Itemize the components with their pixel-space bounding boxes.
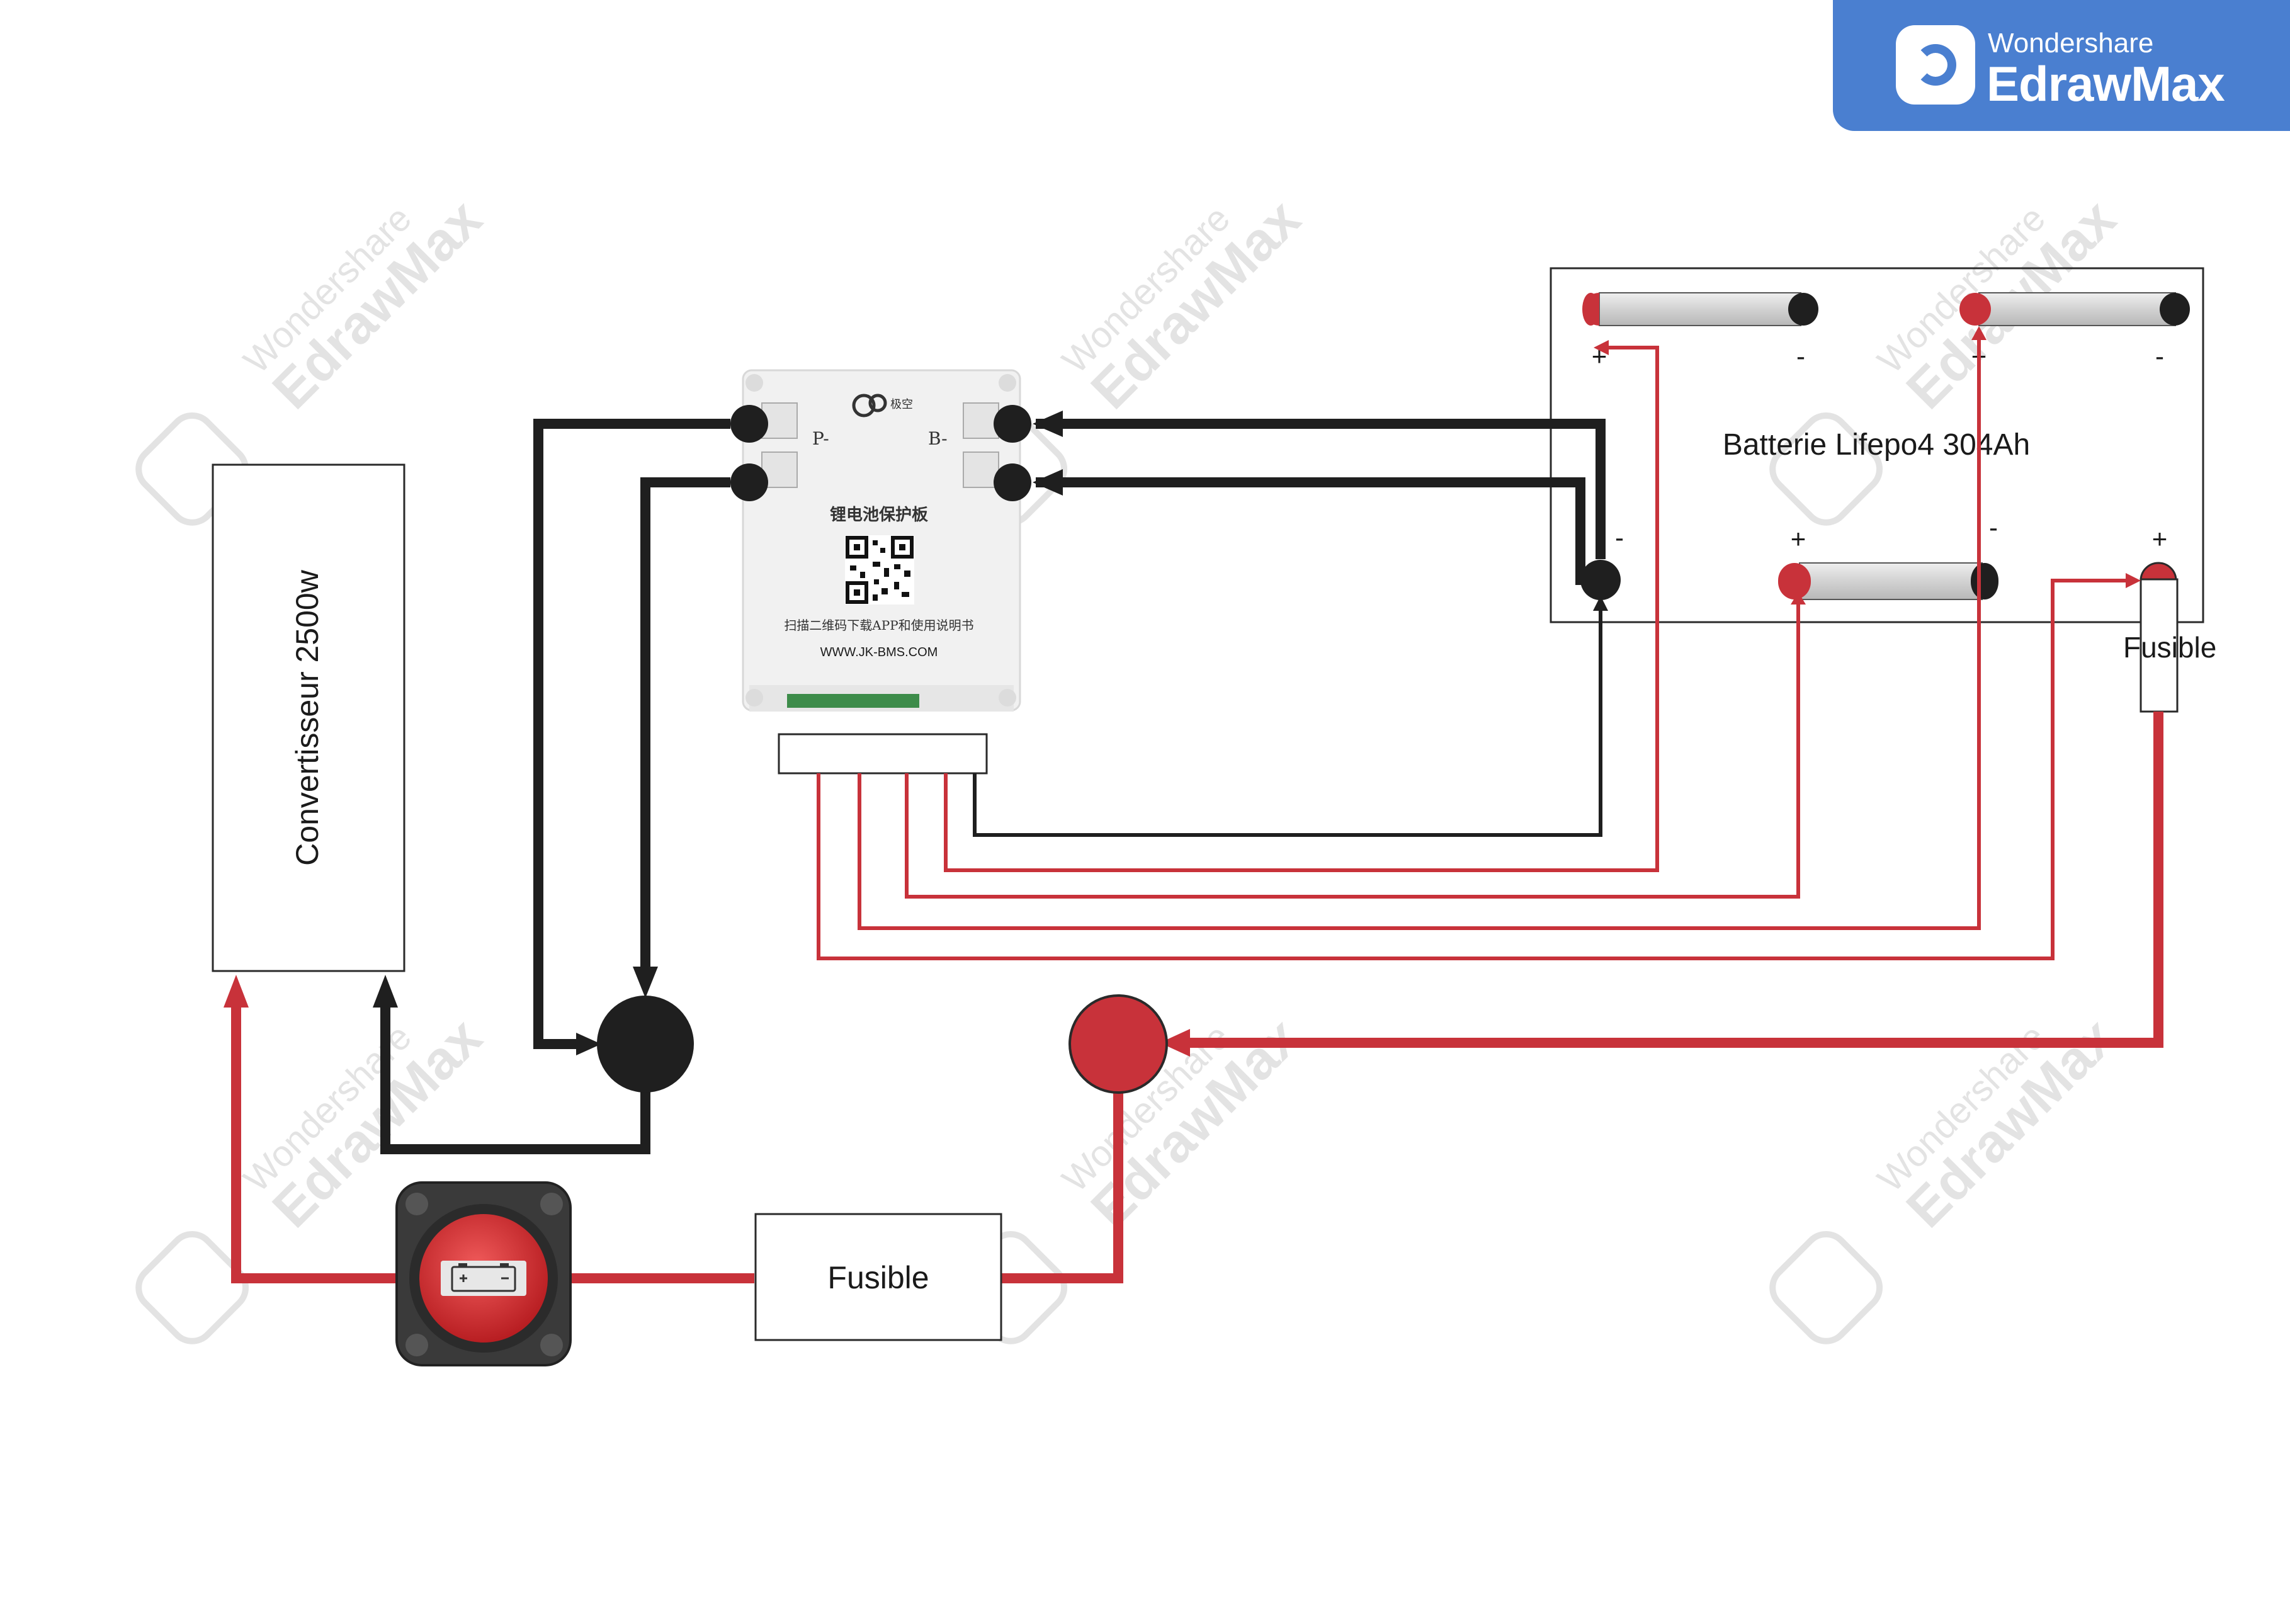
arrow-icon — [1971, 326, 1987, 340]
cell-plus-label: + — [1791, 524, 1806, 554]
watermark-logo-icon — [135, 1230, 249, 1344]
bms-p-terminal-2[interactable] — [730, 463, 768, 501]
positive-bus-node[interactable] — [1068, 994, 1168, 1094]
battery-icon — [451, 1263, 516, 1292]
bms-board[interactable]: P- B- 极空 锂电池保护板 — [730, 369, 1031, 712]
cell-minus-label: - — [2155, 341, 2164, 371]
battery-fuse[interactable]: Fusible — [2123, 578, 2216, 713]
wire-b-minus-to-battery — [1036, 419, 1606, 559]
wire-node-to-fuse — [1001, 1093, 1123, 1283]
battery-switch[interactable] — [395, 1181, 572, 1366]
battery-minus-terminal[interactable] — [1580, 560, 1621, 600]
battery-pack[interactable]: Batterie Lifepo4 304Ah + - + - + - — [1550, 267, 2204, 623]
wire-switch-to-converter — [231, 1008, 403, 1283]
bms-url: WWW.JK-BMS.COM — [820, 645, 938, 659]
balance-wire-4 — [817, 579, 2134, 960]
red-wires — [231, 712, 2163, 1283]
watermarks: Wondershare EdrawMax Wondershare EdrawMa… — [135, 188, 2128, 1344]
watermark-logo-icon — [1769, 1230, 1883, 1344]
battery-cell: + - — [1582, 292, 1818, 371]
negative-bus-node[interactable] — [597, 996, 694, 1093]
arrow-icon — [224, 975, 249, 1008]
arrow-icon — [633, 967, 658, 998]
bms-b-terminal-1[interactable] — [994, 405, 1031, 443]
arrow-icon — [1593, 596, 1608, 611]
balance-wire-black — [973, 605, 1602, 837]
brand-line2: EdrawMax — [1987, 56, 2225, 111]
bms-connector-strip — [787, 694, 919, 708]
arrow-icon — [1791, 592, 1806, 605]
main-fuse-box[interactable] — [754, 1213, 1002, 1341]
watermark-3: Wondershare EdrawMax — [1769, 188, 2128, 526]
edrawmax-logo-icon — [1896, 25, 1975, 105]
battery-cell: + - — [1959, 292, 2190, 371]
converter[interactable]: Convertisseur 2500w — [212, 463, 405, 972]
battery-fuse-label: Fusible — [2123, 631, 2216, 664]
main-fuse-label: Fusible — [827, 1260, 929, 1295]
converter-box[interactable] — [212, 463, 405, 972]
wire-node-to-converter — [380, 1008, 650, 1154]
bms-scan-text: 扫描二维码下载APP和使用说明书 — [784, 618, 973, 633]
black-wires — [380, 419, 1606, 1154]
terminal-plus-label: + — [2152, 524, 2168, 554]
arrow-icon — [373, 975, 398, 1008]
cloud-logo-icon: 极空 — [852, 394, 913, 417]
terminal-minus-label: - — [1615, 523, 1624, 552]
cell-minus-label: - — [1989, 513, 1998, 542]
balance-connector[interactable] — [778, 733, 988, 775]
wire-p-minus-2-to-node — [640, 477, 730, 970]
wire-p-minus-to-node — [533, 419, 730, 1049]
bms-b-terminal-2[interactable] — [994, 463, 1031, 501]
wire-battery-fuse-to-node — [1177, 712, 2163, 1048]
arrow-icon — [1160, 1029, 1190, 1057]
bms-title: 锂电池保护板 — [830, 506, 928, 525]
arrow-icon — [1033, 411, 1063, 437]
wire-b-minus-2-to-battery — [1036, 477, 1587, 585]
cell-minus-label: - — [1796, 341, 1805, 371]
watermark-logo-icon — [1769, 412, 1883, 526]
arrow-icon — [2126, 573, 2141, 588]
arrow-icon — [576, 1033, 601, 1055]
red-arrows — [224, 975, 1190, 1057]
red-balance-wires — [817, 332, 2134, 960]
black-arrows — [373, 411, 1063, 1055]
bms-logo-text: 极空 — [890, 398, 913, 411]
battery-box[interactable] — [1550, 267, 2204, 623]
bms-b-minus-label: B- — [928, 428, 948, 449]
main-fuse[interactable]: Fusible — [754, 1213, 1002, 1341]
balance-wire-1 — [944, 346, 1659, 872]
brand-line1: Wondershare — [1988, 28, 2154, 59]
red-balance-arrows — [1594, 326, 2141, 605]
balance-wire-3 — [858, 332, 1981, 930]
qr-code-icon — [845, 535, 914, 605]
balance-wire-2 — [905, 599, 1800, 899]
watermark-6: Wondershare EdrawMax — [1769, 1007, 2128, 1344]
arrow-icon — [1594, 340, 1609, 355]
bms-p-terminal-1[interactable] — [730, 405, 768, 443]
battery-label: Batterie Lifepo4 304Ah — [1723, 428, 2030, 462]
arrow-icon — [1033, 469, 1063, 496]
bms-p-minus-label: P- — [812, 428, 829, 449]
edrawmax-brand-badge: Wondershare EdrawMax — [1833, 0, 2290, 131]
battery-cell: + - — [1778, 513, 1998, 600]
converter-label: Convertisseur 2500w — [290, 569, 325, 866]
